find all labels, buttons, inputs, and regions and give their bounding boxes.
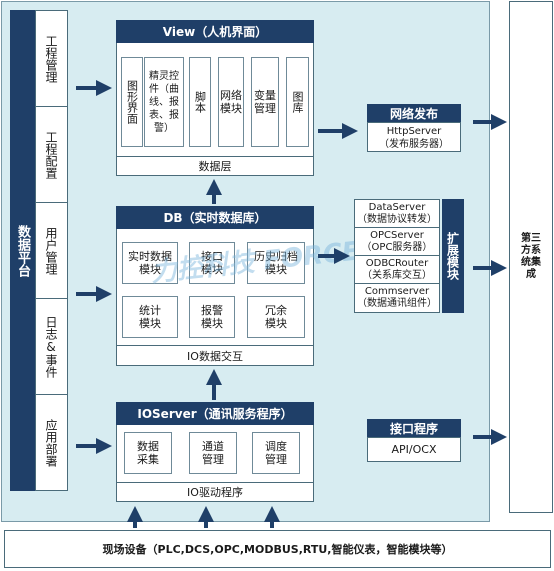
view-module-sprite-controls: 精灵控件（曲线、报表、报警） [144,57,184,147]
data-platform-item-project-management: 工程管理 [36,11,67,107]
extension-item-dataserver: DataServer（数据协议转发） [355,200,439,228]
extension-title-bar: 扩展模块 [442,199,464,313]
network-server-name: HttpServer [386,126,442,137]
view-module-network: 网络模块 [218,57,244,147]
db-module-realtime-data: 实时数据模块 [122,242,178,284]
data-platform-item-app-deploy: 应用部署 [44,418,58,467]
third-party-box: 第三方系统集成 [509,1,553,513]
field-devices-box: 现场设备（PLC,DCS,OPC,MODBUS,RTU,智能仪表，智能模块等） [4,530,551,568]
ioserver-module-channel-management: 通道管理 [189,432,237,474]
interface-value: API/OCX [391,443,437,456]
extension-item-odbcrouter: ODBCRouter（关系库交互） [355,256,439,284]
data-platform-list: 工程管理 工程配置 用户管理 日志&事件 应用部署 [35,10,68,491]
ioserver-module-scheduling: 调度管理 [252,432,300,474]
data-platform-bar: 数据平台 [10,10,35,491]
network-box: HttpServer （发布服务器） [367,122,461,152]
view-module-variable-management: 变量管理 [251,57,279,147]
view-module-graphic-ui: 图形界面 [121,57,143,147]
db-module-alarm: 报警模块 [189,296,235,338]
view-title: View（人机界面） [116,20,314,43]
data-platform-title: 数据平台 [15,224,30,277]
db-module-redundancy: 冗余模块 [247,296,305,338]
extension-list [354,199,440,313]
extension-item-opcserver: OPCServer（OPC服务器） [355,228,439,256]
view-footer: 数据层 [117,156,313,175]
ioserver-footer: IO驱动程序 [117,482,313,501]
view-module-script: 脚本 [189,57,211,147]
view-module-gallery: 图库 [286,57,309,147]
db-module-statistics: 统计模块 [122,296,178,338]
db-title: DB（实时数据库） [116,206,314,229]
ioserver-title: IOServer（通讯服务程序） [116,402,314,425]
network-server-desc: （发布服务器） [379,139,449,150]
network-title: 网络发布 [367,104,461,122]
db-footer: IO数据交互 [117,345,313,365]
ioserver-module-data-acquisition: 数据采集 [124,432,172,474]
third-party-label: 第三方系统集成 [521,233,541,280]
interface-title: 接口程序 [367,419,461,437]
db-module-interface: 接口模块 [189,242,235,284]
db-module-history-archive: 历史归档模块 [247,242,305,284]
data-platform-item-user-management: 用户管理 [36,203,67,299]
data-platform-item-log-events: 日志&事件 [36,299,67,395]
extension-item-commserver: Commserver（数据通讯组件） [357,286,437,309]
db-block [116,206,314,366]
data-platform-item-project-config: 工程配置 [36,107,67,203]
field-devices-label: 现场设备（PLC,DCS,OPC,MODBUS,RTU,智能仪表，智能模块等） [102,543,453,556]
interface-box: API/OCX [367,437,461,462]
